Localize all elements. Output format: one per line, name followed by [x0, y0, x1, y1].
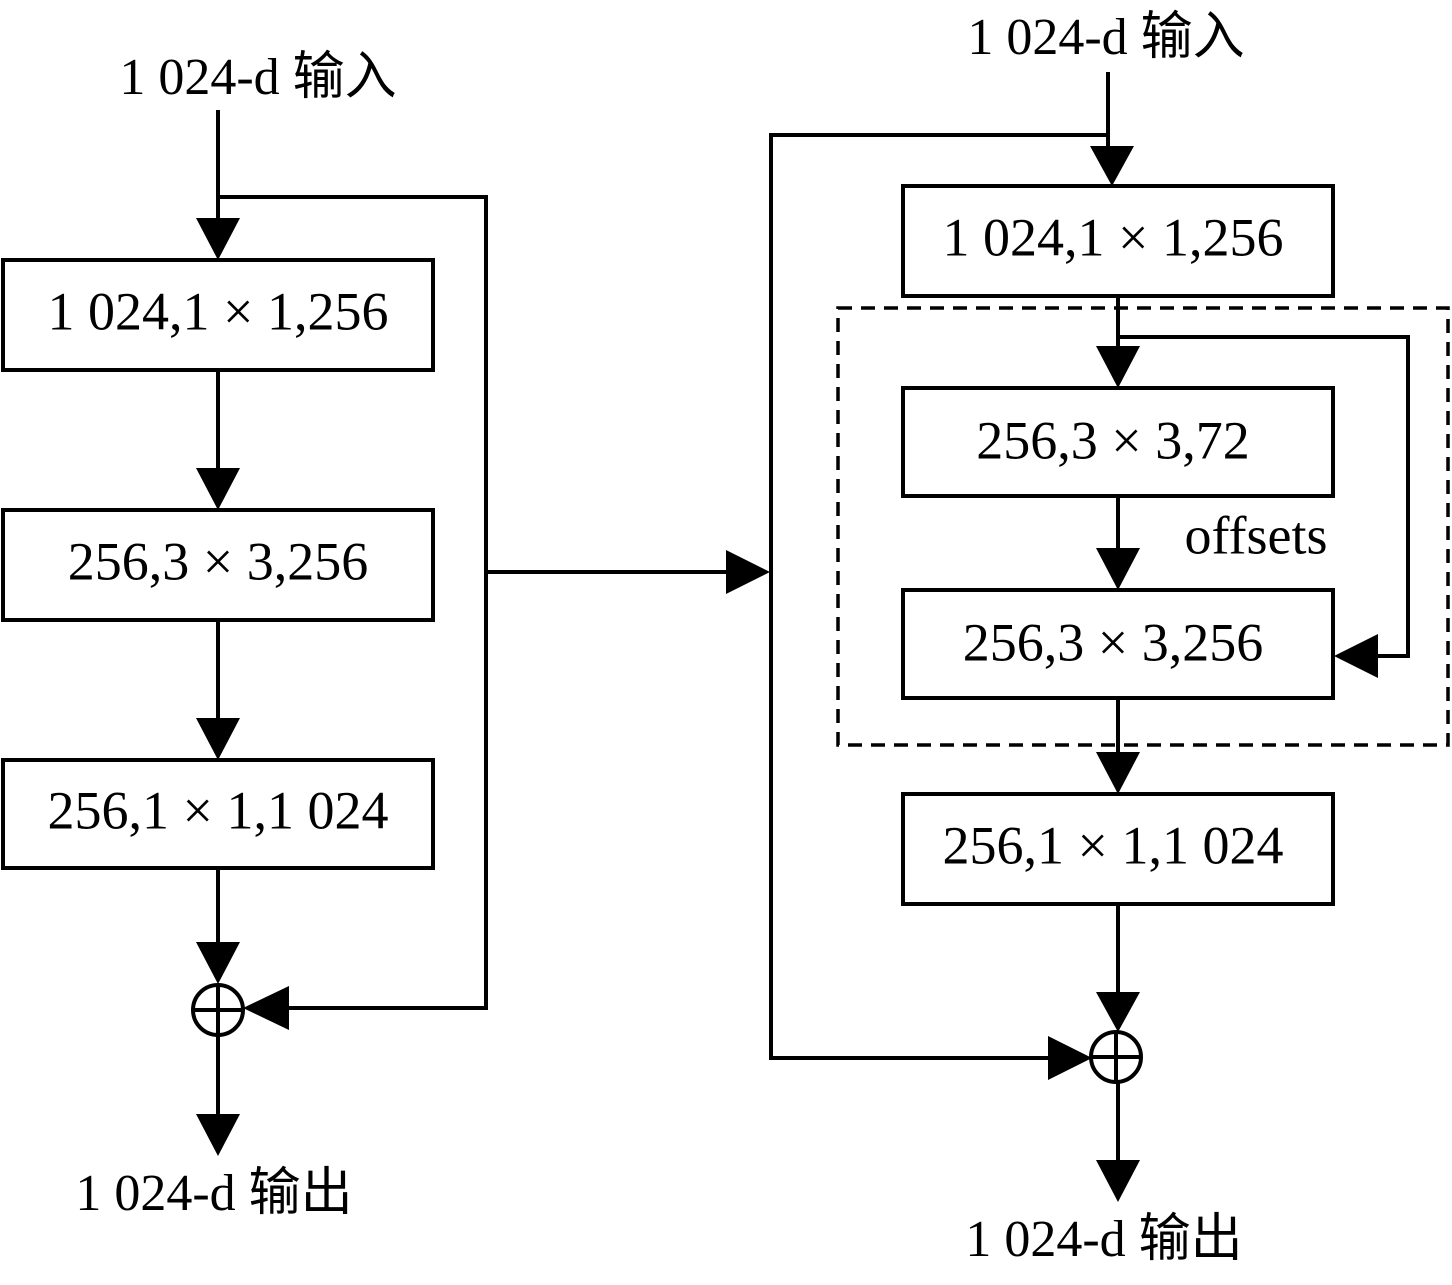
- right-layer-1-box: [901, 184, 1335, 298]
- right-feature-bypass: [1118, 335, 1410, 658]
- right-offsets-arrowhead: [1096, 548, 1140, 590]
- right-layer-4-box: [901, 792, 1335, 906]
- left-output-label: 1 024-d 输出: [75, 1165, 352, 1222]
- left-output-arrowhead: [196, 1114, 240, 1156]
- left-arrow-2-3-head: [196, 718, 240, 760]
- left-layer-3-label: 256,1 × 1,1 024: [48, 780, 389, 840]
- left-layer-2-box: [1, 508, 435, 622]
- left-layer-3-box: [1, 758, 435, 870]
- left-arrow-3-sum-head: [196, 942, 240, 984]
- right-layer-2-box: [901, 386, 1335, 498]
- right-arrow-4-sum-head: [1096, 992, 1140, 1032]
- right-layer-3-label: 256,3 × 3,256: [963, 612, 1263, 672]
- between-blocks-arrowhead: [726, 550, 770, 594]
- right-input-arrowhead: [1090, 146, 1134, 186]
- right-output-label: 1 024-d 输出: [965, 1211, 1242, 1268]
- left-input-arrowhead: [196, 218, 240, 260]
- right-arrow-1-2-head: [1096, 346, 1140, 388]
- right-layer-1-label: 1 024,1 × 1,256: [943, 207, 1284, 267]
- right-layer-2-label: 256,3 × 3,72: [976, 410, 1249, 470]
- left-layer-2-label: 256,3 × 3,256: [68, 531, 368, 591]
- right-layer-3-box: [901, 588, 1335, 700]
- right-input-label: 1 024-d 输入: [967, 9, 1244, 66]
- offsets-label: offsets: [1185, 505, 1328, 565]
- right-arrow-3-4-head: [1096, 752, 1140, 794]
- right-output-arrowhead: [1096, 1160, 1140, 1202]
- right-skip-arrowhead: [1048, 1036, 1092, 1080]
- right-feature-bypass-arrowhead: [1334, 634, 1378, 678]
- left-block: 1 024-d 输入 1 024,1 × 1,256 256,3 × 3,256…: [1, 49, 488, 1222]
- left-sum-node: [191, 983, 245, 1037]
- right-sum-node: [1089, 1030, 1143, 1084]
- right-block: 1 024-d 输入 1 024,1 × 1,256 256,3 × 3,72 …: [769, 9, 1450, 1268]
- left-skip-arrowhead: [243, 986, 289, 1030]
- left-input-label: 1 024-d 输入: [119, 49, 396, 106]
- left-arrow-1-2-head: [196, 468, 240, 510]
- left-layer-1-box: [1, 258, 435, 372]
- deformable-conv-region: [836, 306, 1450, 747]
- left-skip-connection: [218, 195, 488, 1010]
- left-layer-1-label: 1 024,1 × 1,256: [48, 281, 389, 341]
- right-layer-4-label: 256,1 × 1,1 024: [943, 815, 1284, 875]
- right-skip-connection: [769, 133, 1108, 1060]
